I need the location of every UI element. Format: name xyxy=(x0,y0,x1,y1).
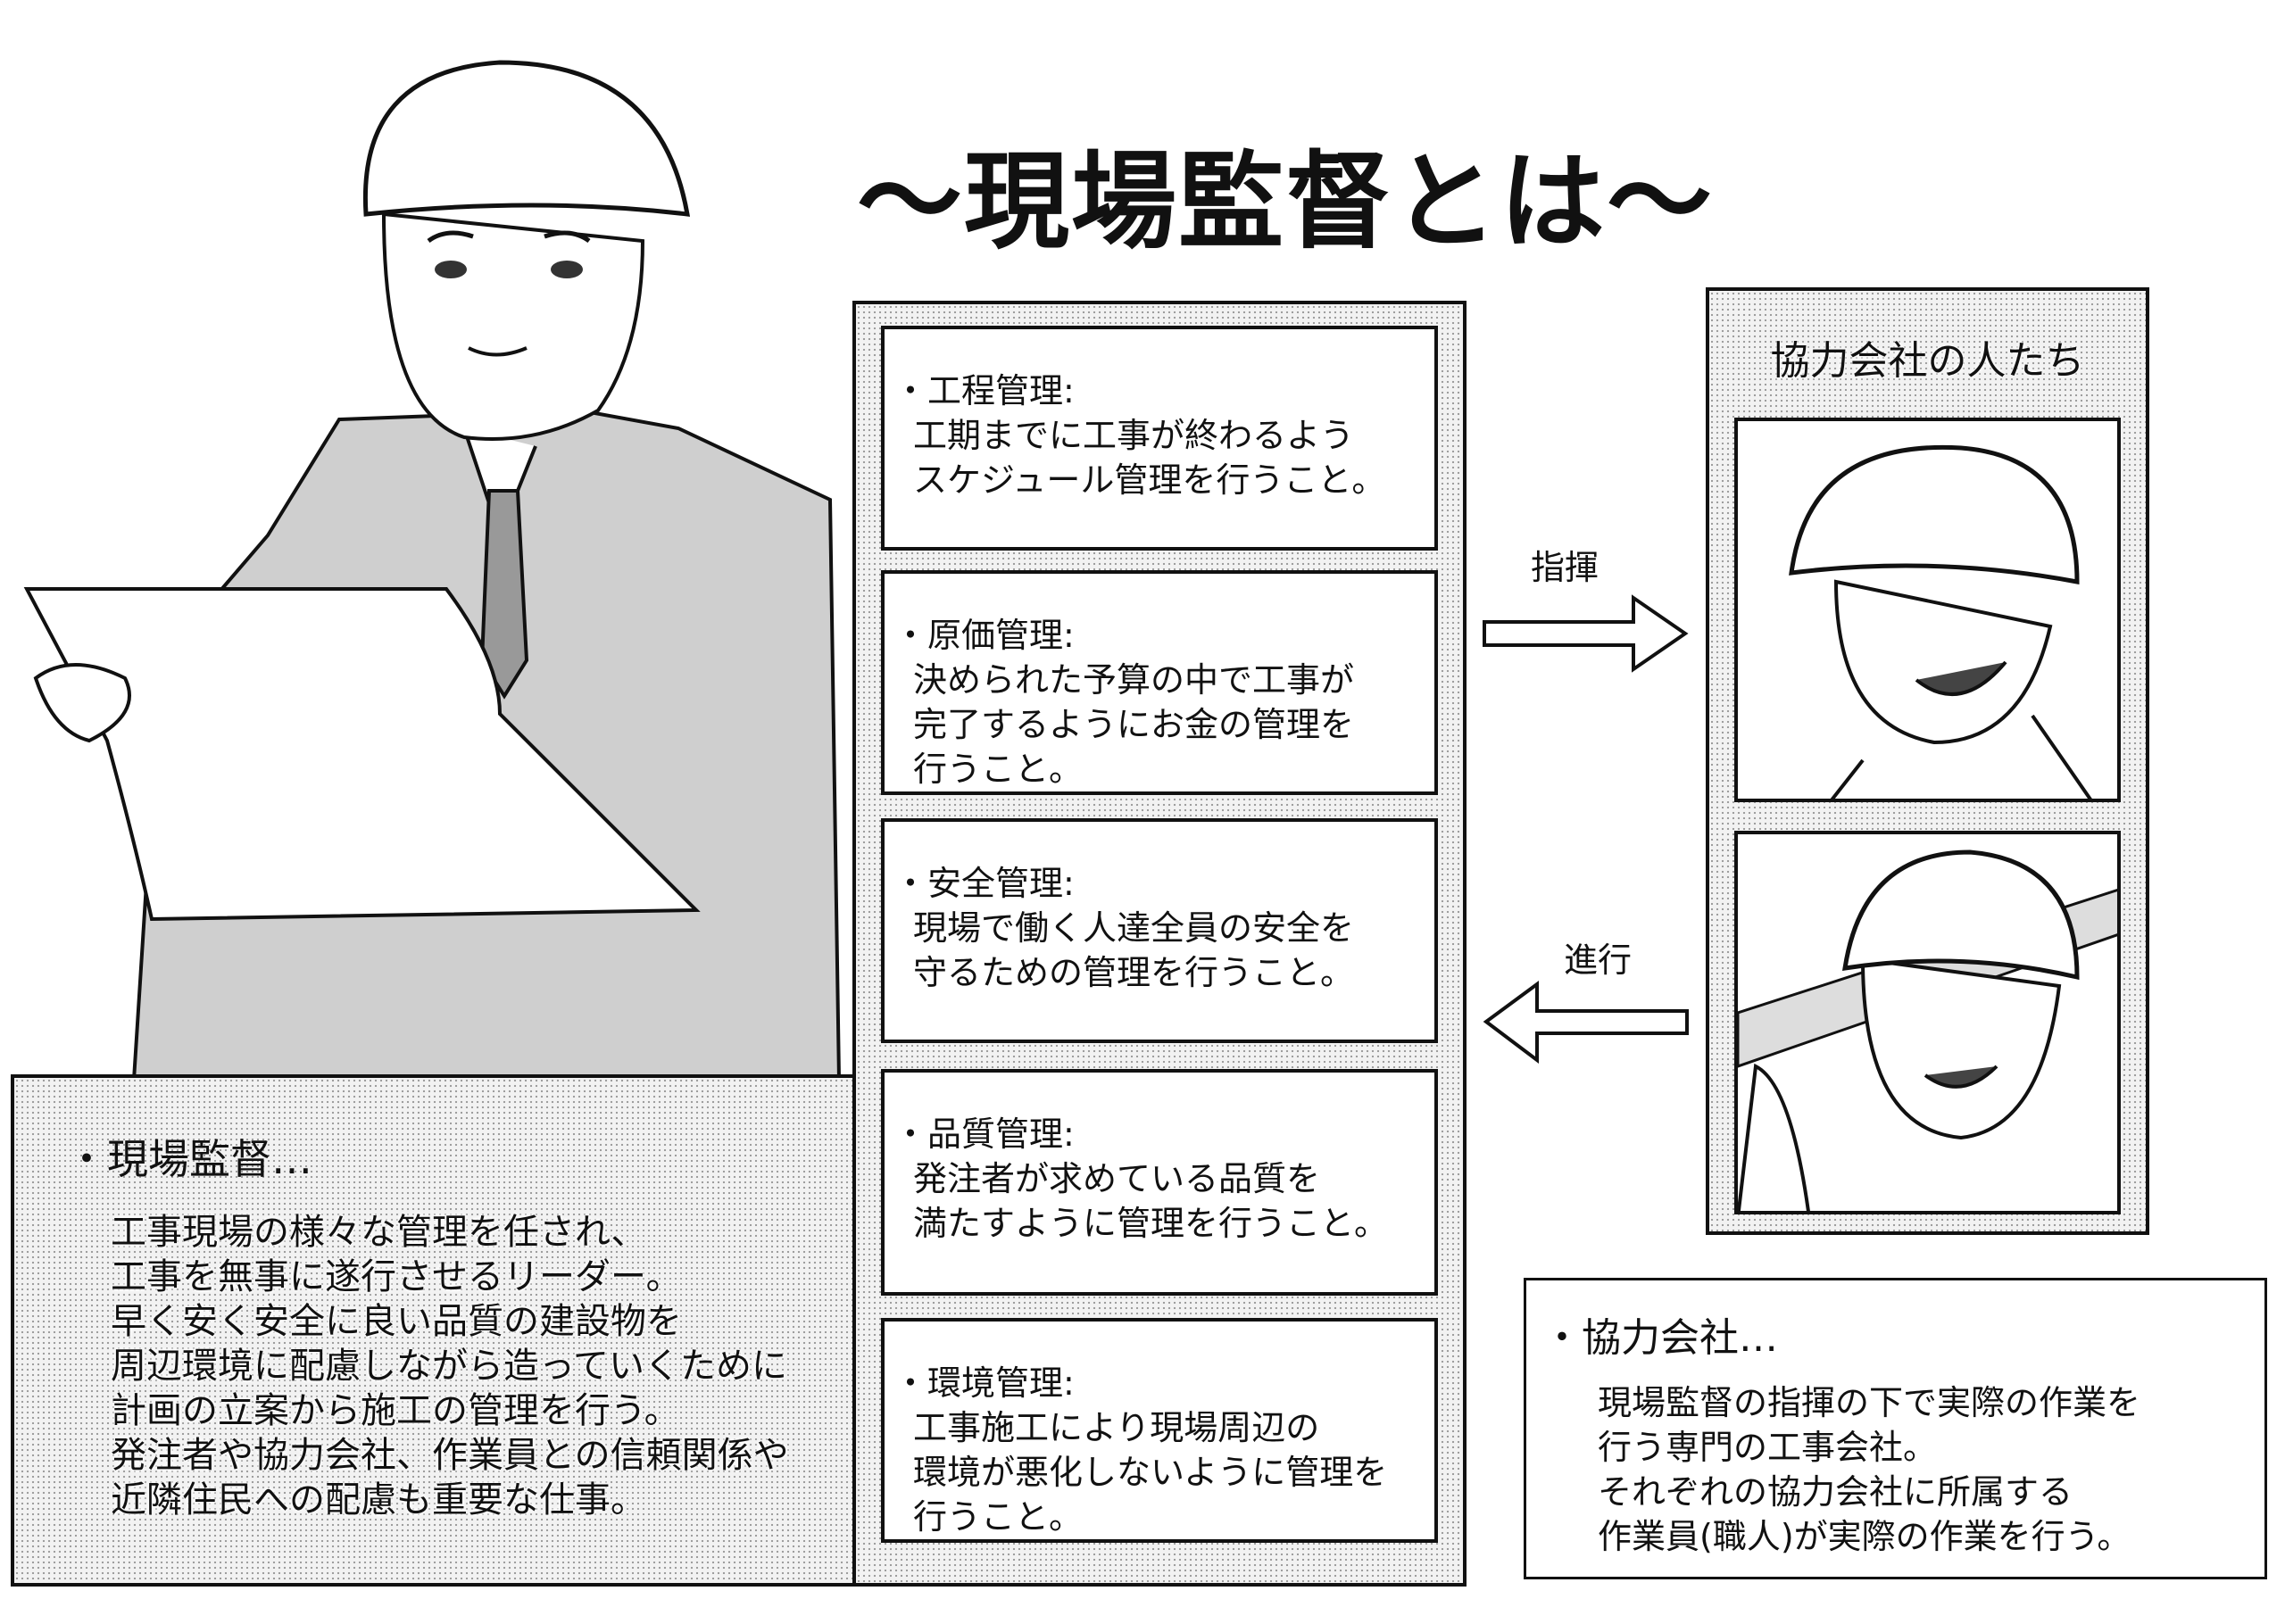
task-body: 決められた予算の中で工事が 完了するようにお金の管理を 行うこと。 xyxy=(913,660,1355,789)
worker-with-pipe-image xyxy=(1738,849,2117,1211)
command-label: 指揮 xyxy=(1531,548,1600,587)
supervisor-description-box: ・現場監督… 工事現場の様々な管理を任され、 工事を無事に遂行させるリーダー。 … xyxy=(11,1074,856,1587)
task-process-management: ・工程管理: 工期までに工事が終わるよう スケジュール管理を行うこと。 xyxy=(881,326,1438,551)
task-body: 工事施工により現場周辺の 環境が悪化しないように管理を 行うこと。 xyxy=(913,1408,1388,1537)
task-heading: ・環境管理: xyxy=(893,1363,1075,1403)
task-body: 発注者が求めている品質を 満たすように管理を行うこと。 xyxy=(913,1159,1389,1243)
partner-workers-label: 協力会社の人たち xyxy=(1770,338,2085,384)
partner-workers-column: 協力会社の人たち xyxy=(1706,287,2149,1235)
worker-illustration-2 xyxy=(1734,831,2121,1214)
task-body: 工期までに工事が終わるよう スケジュール管理を行うこと。 xyxy=(913,416,1386,500)
page-title: 〜現場監督とは〜 xyxy=(856,140,1714,263)
supervisor-body: 工事現場の様々な管理を任され、 工事を無事に遂行させるリーダー。 早く安く安全に… xyxy=(111,1212,789,1520)
left-arrow-icon xyxy=(1483,981,1689,1065)
right-arrow-icon xyxy=(1483,594,1689,673)
progress-label: 進行 xyxy=(1564,940,1633,980)
partners-heading: ・協力会社… xyxy=(1542,1315,1778,1361)
task-heading: ・品質管理: xyxy=(893,1114,1075,1154)
partner-company-description-box: ・協力会社… 現場監督の指揮の下で実際の作業を 行う専門の工事会社。 それぞれの… xyxy=(1524,1278,2267,1579)
smiling-worker-image xyxy=(1789,444,2092,799)
site-supervisor-illustration xyxy=(23,60,842,1080)
task-heading: ・原価管理: xyxy=(893,616,1075,655)
task-body: 現場で働く人達全員の安全を 守るための管理を行うこと。 xyxy=(913,908,1355,992)
management-tasks-column: ・工程管理: 工期までに工事が終わるよう スケジュール管理を行うこと。 ・原価管… xyxy=(852,301,1467,1587)
task-heading: ・工程管理: xyxy=(893,371,1075,410)
task-quality-management: ・品質管理: 発注者が求めている品質を 満たすように管理を行うこと。 xyxy=(881,1069,1438,1296)
partners-body: 現場監督の指揮の下で実際の作業を 行う専門の工事会社。 それぞれの協力会社に所属… xyxy=(1598,1383,2141,1556)
task-cost-management: ・原価管理: 決められた予算の中で工事が 完了するようにお金の管理を 行うこと。 xyxy=(881,570,1438,795)
worker-illustration-1 xyxy=(1734,418,2121,802)
task-safety-management: ・安全管理: 現場で働く人達全員の安全を 守るための管理を行うこと。 xyxy=(881,818,1438,1043)
task-heading: ・安全管理: xyxy=(893,864,1075,903)
supervisor-heading: ・現場監督… xyxy=(66,1135,312,1183)
task-environment-management: ・環境管理: 工事施工により現場周辺の 環境が悪化しないように管理を 行うこと。 xyxy=(881,1318,1438,1543)
